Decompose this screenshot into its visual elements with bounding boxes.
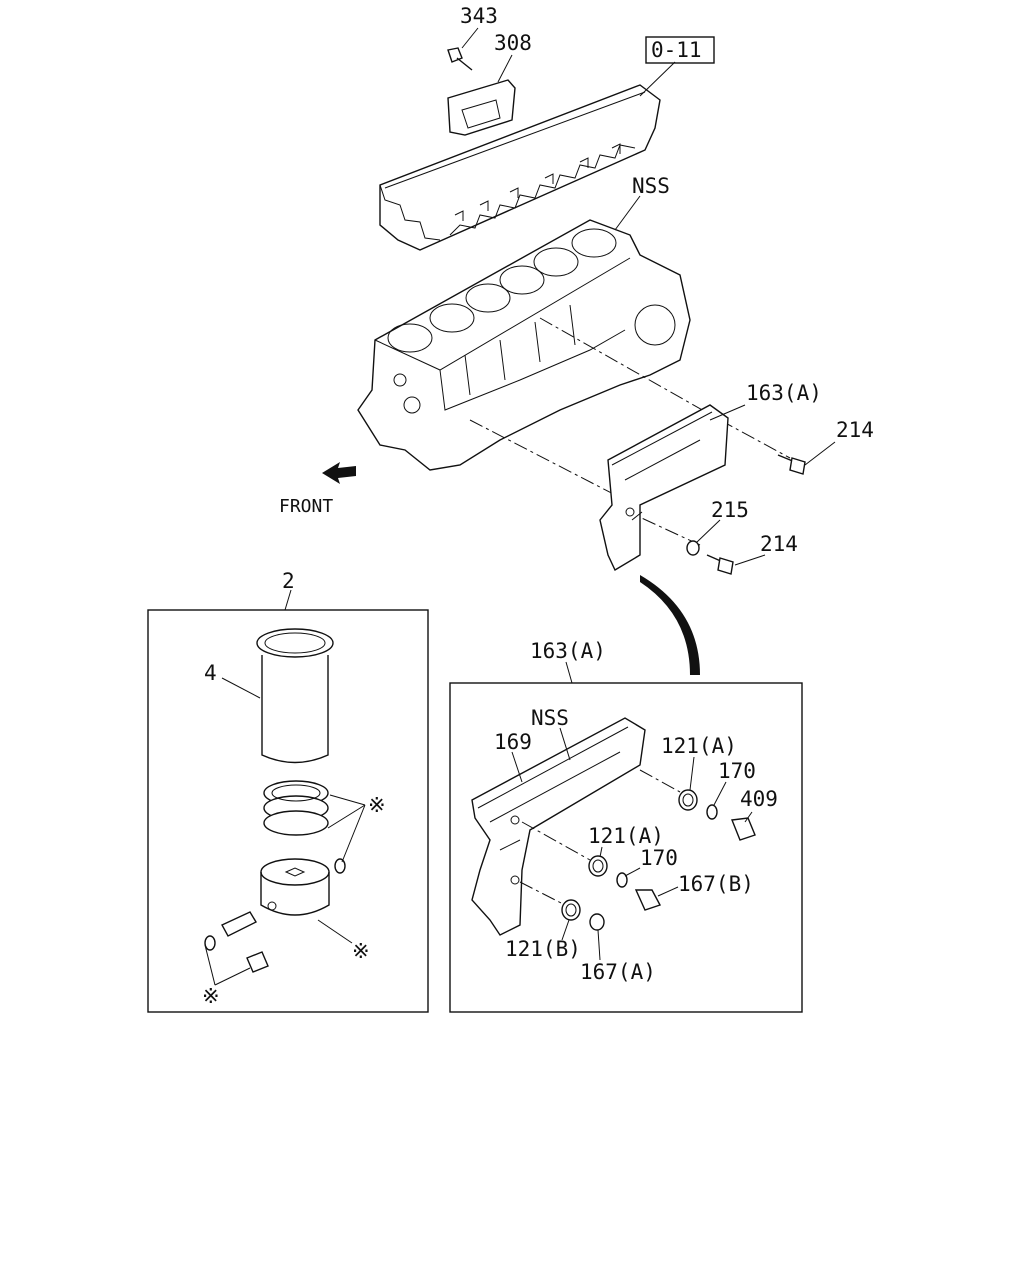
cover-detail-box <box>449 682 803 1013</box>
leader-343 <box>461 27 479 49</box>
callout-167a: 167(A) <box>580 960 656 984</box>
leader-170-1 <box>713 781 727 806</box>
callout-409: 409 <box>740 787 778 811</box>
cylinder-block <box>357 219 691 471</box>
callout-308: 308 <box>494 31 532 55</box>
leader-p2 <box>284 589 292 611</box>
cylinder-liner <box>256 628 334 764</box>
front-label: FRONT <box>279 496 333 517</box>
alignment-line-4 <box>719 419 791 459</box>
callout-170-1: 170 <box>718 759 756 783</box>
callout-214-mid: 214 <box>760 532 798 556</box>
leader-ref <box>639 61 676 97</box>
leader-p4 <box>221 677 261 699</box>
piston <box>260 858 330 916</box>
callout-star-piston: ※ <box>352 939 370 963</box>
callout-star-rings: ※ <box>368 793 386 817</box>
alignment-line-2 <box>469 419 626 501</box>
leader-121b <box>561 919 570 941</box>
ref-box-frame <box>645 36 715 64</box>
bolt-214-mid <box>706 554 734 575</box>
bolt-343 <box>447 47 473 71</box>
callout-121a-1: 121(A) <box>661 734 737 758</box>
leader-star3 <box>204 944 251 986</box>
callout-343: 343 <box>460 4 498 28</box>
callout-170-2: 170 <box>640 846 678 870</box>
detail-dash-3 <box>519 881 566 906</box>
callout-star-pin: ※ <box>202 984 220 1008</box>
callout-163a-top: 163(A) <box>746 381 822 405</box>
leader-star1 <box>327 794 366 863</box>
callout-215: 215 <box>711 498 749 522</box>
piston-kit-box <box>147 609 429 1013</box>
callout-121a-2: 121(A) <box>588 824 664 848</box>
bolt-214-top <box>777 454 806 475</box>
detail-dash-2 <box>521 821 591 861</box>
snap-ring <box>204 935 216 951</box>
callout-nss-detail: NSS <box>531 706 569 730</box>
washer-170-1 <box>706 804 718 820</box>
plug-121b <box>561 899 581 921</box>
plug-121a-2 <box>588 855 608 877</box>
leader-308 <box>497 54 513 83</box>
leader-409 <box>744 811 753 823</box>
callout-169: 169 <box>494 730 532 754</box>
callout-nss-top: NSS <box>632 174 670 198</box>
callout-163a-detail: 163(A) <box>530 639 606 663</box>
leader-163a-top <box>709 404 746 421</box>
callout-214-top: 214 <box>836 418 874 442</box>
piston-pin <box>221 911 257 937</box>
callout-167b: 167(B) <box>678 872 754 896</box>
plug-121a-1 <box>678 789 698 811</box>
alignment-line-1 <box>539 317 721 421</box>
leader-214-top <box>804 441 836 466</box>
plug-167a <box>589 913 605 931</box>
leader-163a-detail <box>565 661 573 684</box>
detail-pointer-arrow <box>640 575 700 675</box>
leader-nss-detail <box>559 727 571 761</box>
leader-121a-1 <box>689 756 695 791</box>
leader-170-2 <box>624 867 641 877</box>
piston-rings <box>263 780 329 836</box>
pin-small <box>246 951 269 973</box>
front-arrow-icon <box>322 462 356 484</box>
leader-167a <box>597 929 601 961</box>
callout-4: 4 <box>204 661 217 685</box>
leader-167b <box>657 886 679 897</box>
ring-small <box>334 858 346 874</box>
bracket-308 <box>447 79 516 136</box>
alignment-line-3 <box>619 507 701 546</box>
cover-163a <box>599 404 729 571</box>
leader-169 <box>511 751 523 783</box>
leader-star2 <box>317 919 353 944</box>
cover-detail <box>471 717 646 936</box>
bolt-167b <box>634 889 662 911</box>
ref-box-label[interactable]: 0-11 <box>651 38 702 62</box>
washer-215 <box>686 540 700 556</box>
leader-121a-2 <box>599 846 603 858</box>
washer-170-2 <box>616 872 628 888</box>
leader-214-mid <box>734 554 766 566</box>
leader-nss-top <box>614 195 641 231</box>
callout-2: 2 <box>282 569 295 593</box>
detail-dash-1 <box>639 769 681 793</box>
leader-215 <box>696 519 721 543</box>
callout-121b: 121(B) <box>505 937 581 961</box>
sensor-409 <box>731 817 756 841</box>
